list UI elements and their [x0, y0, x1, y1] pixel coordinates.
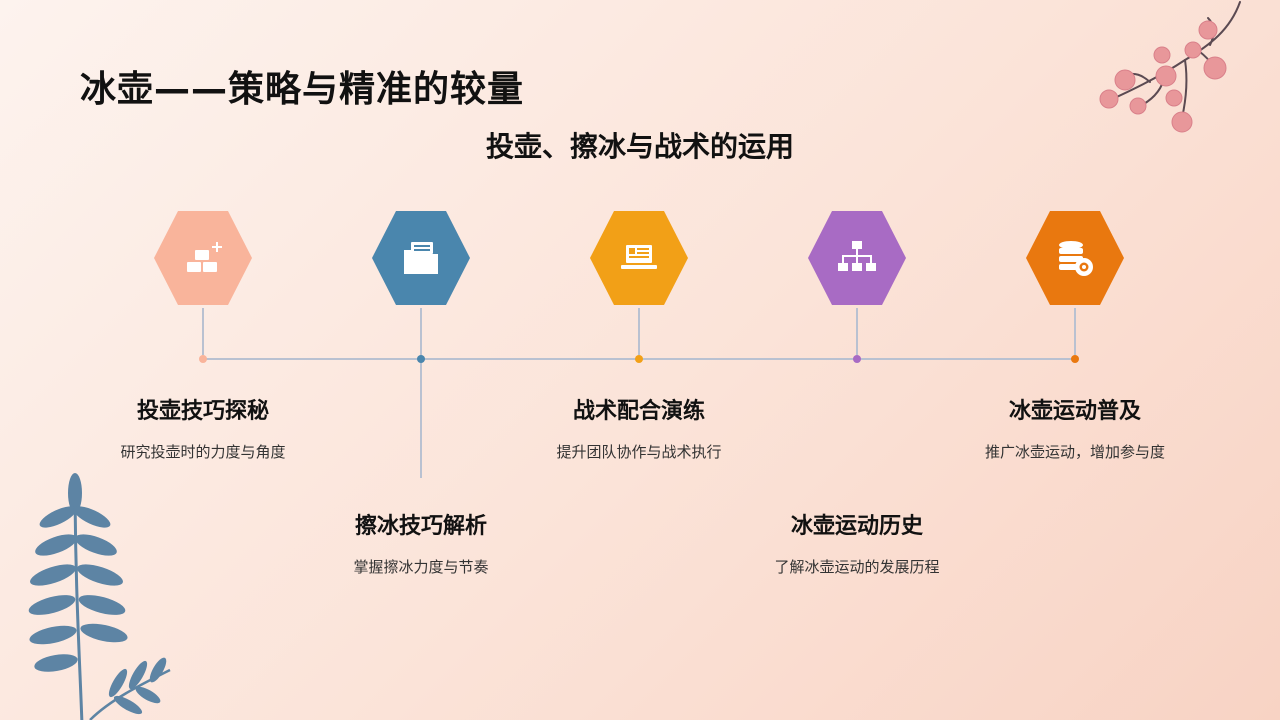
- timeline-item-title: 冰壶运动普及: [1008, 399, 1141, 424]
- timeline-connector: [856, 308, 858, 355]
- laptop-icon: [621, 245, 657, 269]
- timeline-node-4: [807, 208, 907, 378]
- timeline-node-1: [153, 208, 253, 378]
- timeline-connector: [638, 308, 640, 355]
- timeline-connector: [1074, 308, 1076, 355]
- leaf-decoration: [28, 473, 171, 720]
- folder-icon: [404, 242, 438, 274]
- timeline-dot: [853, 355, 861, 363]
- timeline-item-desc: 掌握擦冰力度与节奏: [353, 558, 489, 576]
- slide-title: 冰壶——策略与精准的较量: [80, 69, 525, 110]
- timeline-item-desc: 推广冰壶运动，增加参与度: [984, 443, 1165, 461]
- timeline-label-5: 冰壶运动普及 推广冰壶运动，增加参与度: [975, 393, 1175, 463]
- sitemap-icon: [838, 241, 876, 271]
- timeline-node-2: [371, 208, 471, 478]
- berries: [1099, 20, 1227, 133]
- timeline-connector: [420, 308, 422, 478]
- leaves: [28, 473, 171, 720]
- timeline-item-title: 冰壶运动历史: [790, 514, 923, 539]
- timeline-label-1: 投壶技巧探秘 研究投壶时的力度与角度: [73, 393, 333, 463]
- timeline-node-3: [589, 208, 689, 378]
- database-gear-icon: [1059, 241, 1093, 276]
- timeline-label-4: 冰壶运动历史 了解冰壶运动的发展历程: [727, 508, 987, 578]
- timeline-item-title: 投壶技巧探秘: [136, 399, 269, 424]
- timeline-node-5: [1025, 208, 1125, 378]
- berry-branch-decoration: [1099, 1, 1241, 133]
- timeline-dot: [635, 355, 643, 363]
- timeline-item-title: 擦冰技巧解析: [354, 514, 487, 539]
- timeline-item-title: 战术配合演练: [572, 399, 705, 424]
- gold-bars-icon: [187, 242, 222, 272]
- timeline-dot: [417, 355, 425, 363]
- timeline-connector: [202, 308, 204, 355]
- timeline-label-2: 擦冰技巧解析 掌握擦冰力度与节奏: [291, 508, 551, 578]
- timeline-label-3: 战术配合演练 提升团队协作与战术执行: [509, 393, 769, 463]
- timeline-item-desc: 研究投壶时的力度与角度: [120, 443, 286, 461]
- timeline-item-desc: 了解冰壶运动的发展历程: [774, 558, 940, 576]
- timeline-dot: [199, 355, 207, 363]
- timeline-item-desc: 提升团队协作与战术执行: [556, 443, 722, 461]
- timeline-dot: [1071, 355, 1079, 363]
- slide-subtitle: 投壶、擦冰与战术的运用: [485, 130, 794, 163]
